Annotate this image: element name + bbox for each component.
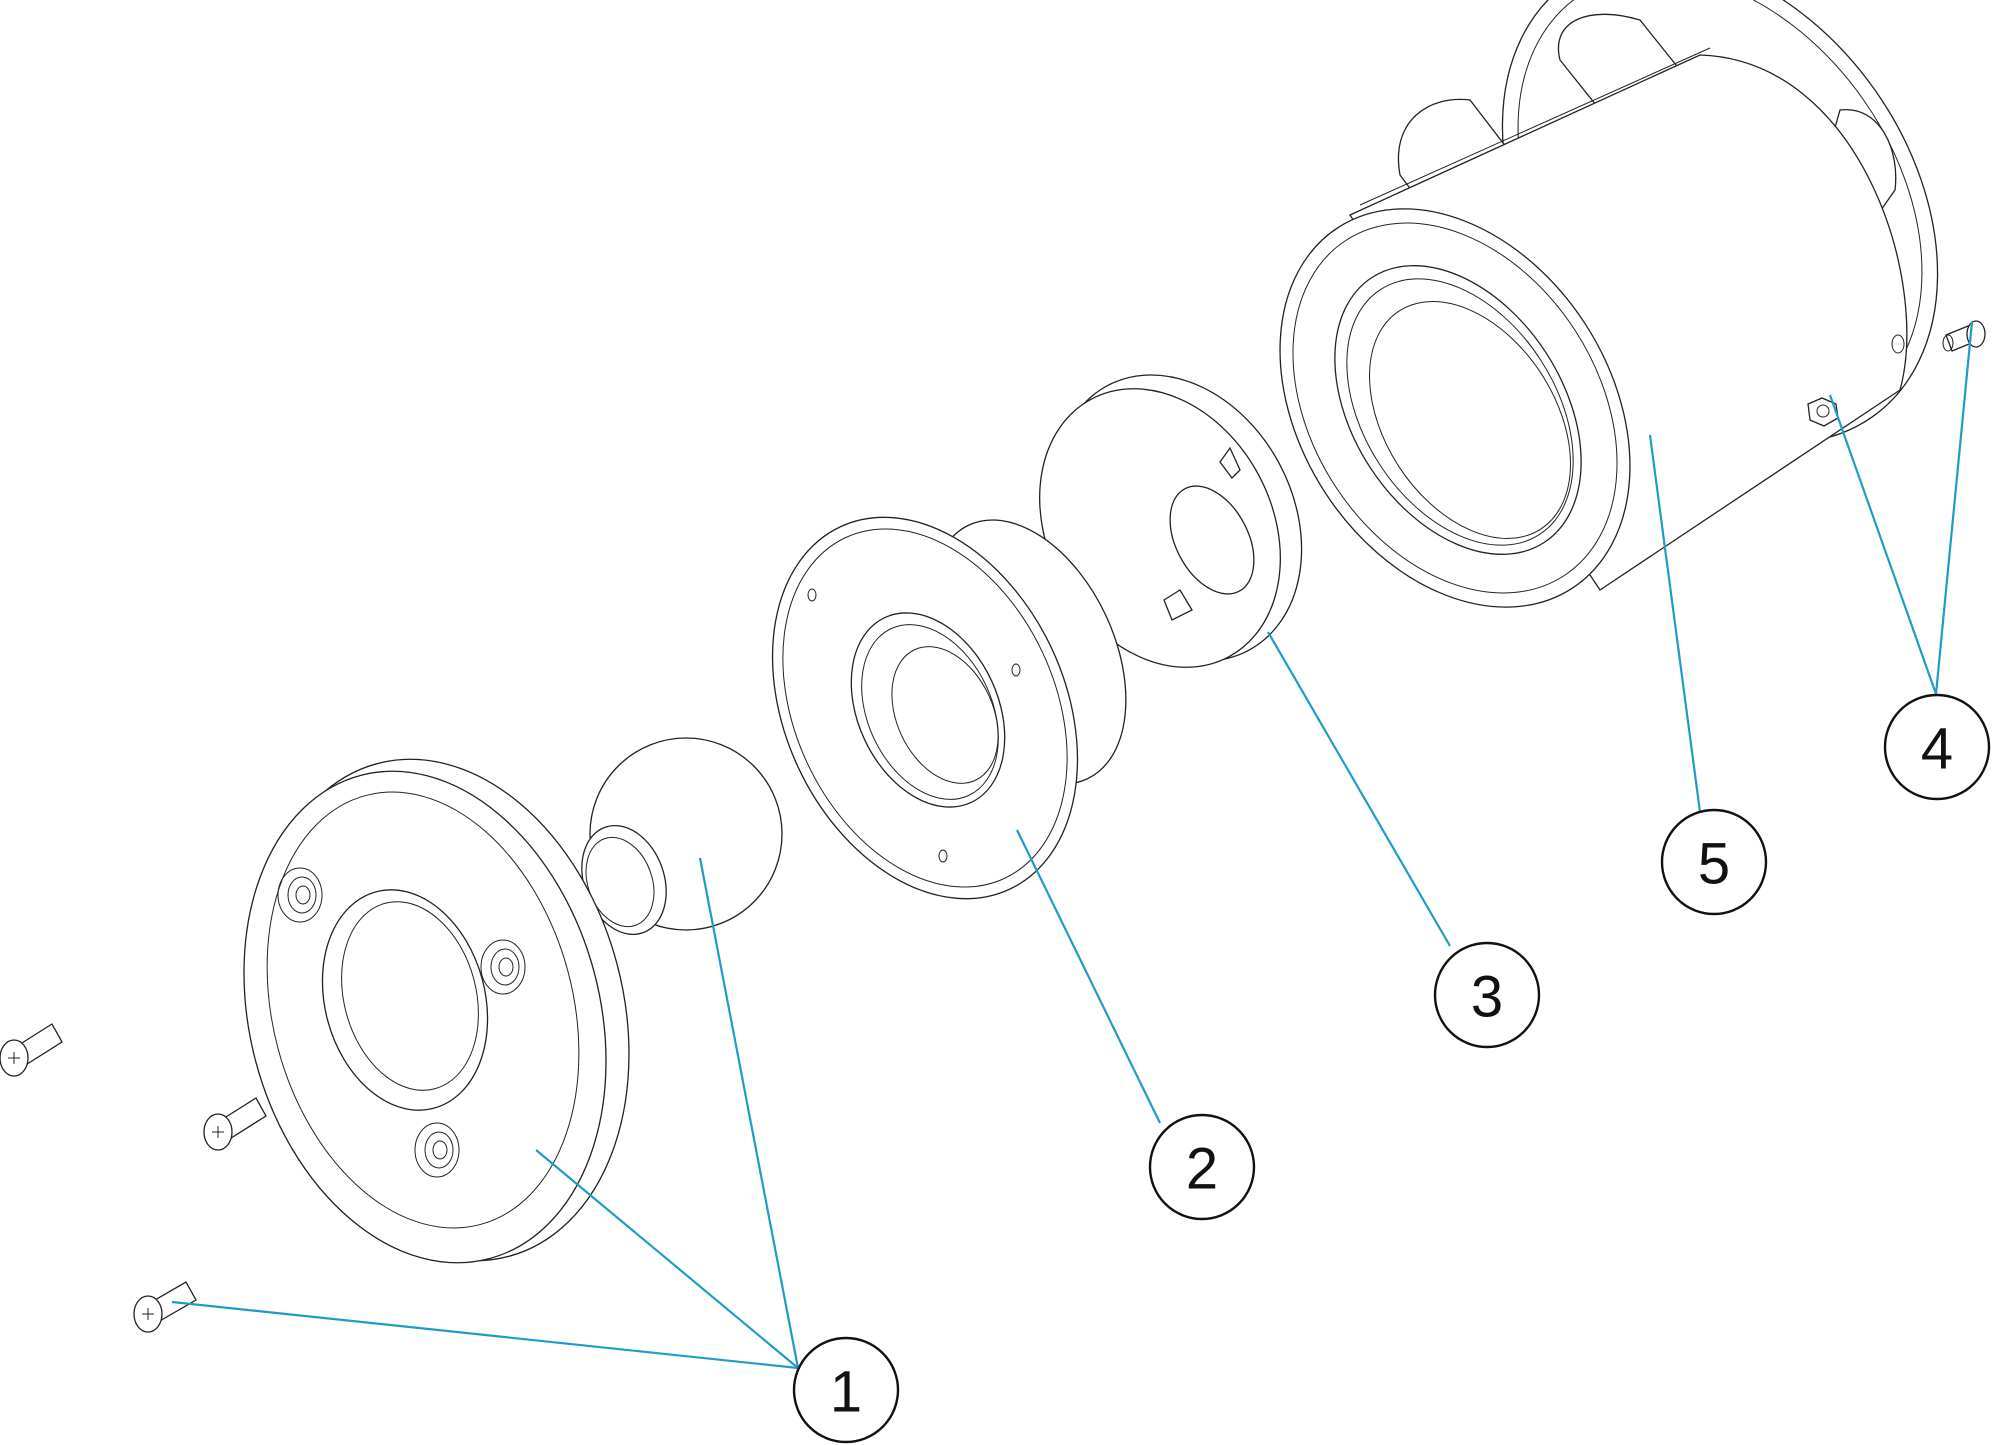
leader-4-pin <box>1934 321 1974 695</box>
leader-1-sphere <box>698 857 800 1369</box>
cover-screw-hole <box>480 939 526 995</box>
part-1-screw <box>0 1023 63 1077</box>
part-1-screw <box>133 1281 197 1333</box>
leader-1-plate <box>535 1149 799 1369</box>
callout-4: 4 <box>1883 693 1991 801</box>
leader-1-screw <box>171 1300 799 1370</box>
leader-4-nut <box>1828 394 1938 695</box>
leader-lines <box>171 321 1974 1370</box>
callout-2: 2 <box>1148 1113 1256 1221</box>
callout-5: 5 <box>1660 808 1768 916</box>
leader-5 <box>1648 434 1702 813</box>
leader-2 <box>1016 829 1161 1124</box>
callout-4-label: 4 <box>1921 717 1953 782</box>
callout-1-label: 1 <box>830 1360 862 1425</box>
part-1-screw <box>203 1097 267 1151</box>
callout-5-label: 5 <box>1698 832 1730 897</box>
leader-3 <box>1267 631 1451 947</box>
part-1-sphere <box>581 737 783 936</box>
part-1-cover-plate <box>243 758 630 1264</box>
part-2-flanged-sleeve <box>771 516 1127 900</box>
part-4-pin <box>1942 320 1986 352</box>
callout-2-label: 2 <box>1186 1137 1218 1202</box>
part-3-split-ring <box>1039 374 1303 668</box>
callout-3: 3 <box>1433 941 1541 1049</box>
cover-screw-hole <box>414 1122 460 1178</box>
part-5-housing <box>1279 0 1939 608</box>
cover-screw-hole <box>277 867 323 923</box>
callout-1: 1 <box>792 1336 900 1444</box>
callout-3-label: 3 <box>1471 965 1503 1030</box>
